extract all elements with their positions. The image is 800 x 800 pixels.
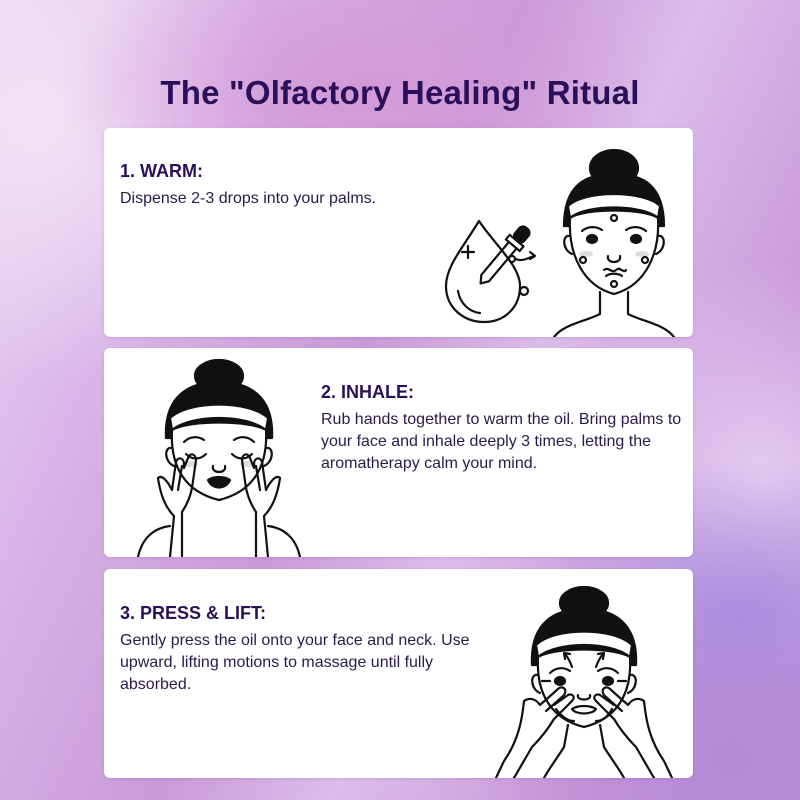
step-description: Dispense 2-3 drops into your palms. (120, 190, 377, 207)
step-card-warm: 1. WARM: Dispense 2-3 drops into your pa… (104, 128, 693, 337)
step-card-press-lift: 3. PRESS & LIFT: Gently press the oil on… (104, 569, 693, 778)
woman-face-massage-icon (484, 581, 674, 778)
step-description: Rub hands together to warm the oil. Brin… (321, 411, 682, 472)
step-heading: 3. PRESS & LIFT: (120, 603, 267, 623)
step-card-inhale: 2. INHALE: Rub hands together to warm th… (104, 348, 693, 557)
woman-hands-face-icon (134, 358, 304, 557)
step-heading: 1. WARM: (120, 161, 203, 181)
woman-face-dropper-icon (434, 146, 693, 337)
page-title: The "Olfactory Healing" Ritual (160, 74, 640, 112)
step-heading: 2. INHALE: (321, 382, 415, 402)
step-description: Gently press the oil onto your face and … (120, 632, 470, 693)
